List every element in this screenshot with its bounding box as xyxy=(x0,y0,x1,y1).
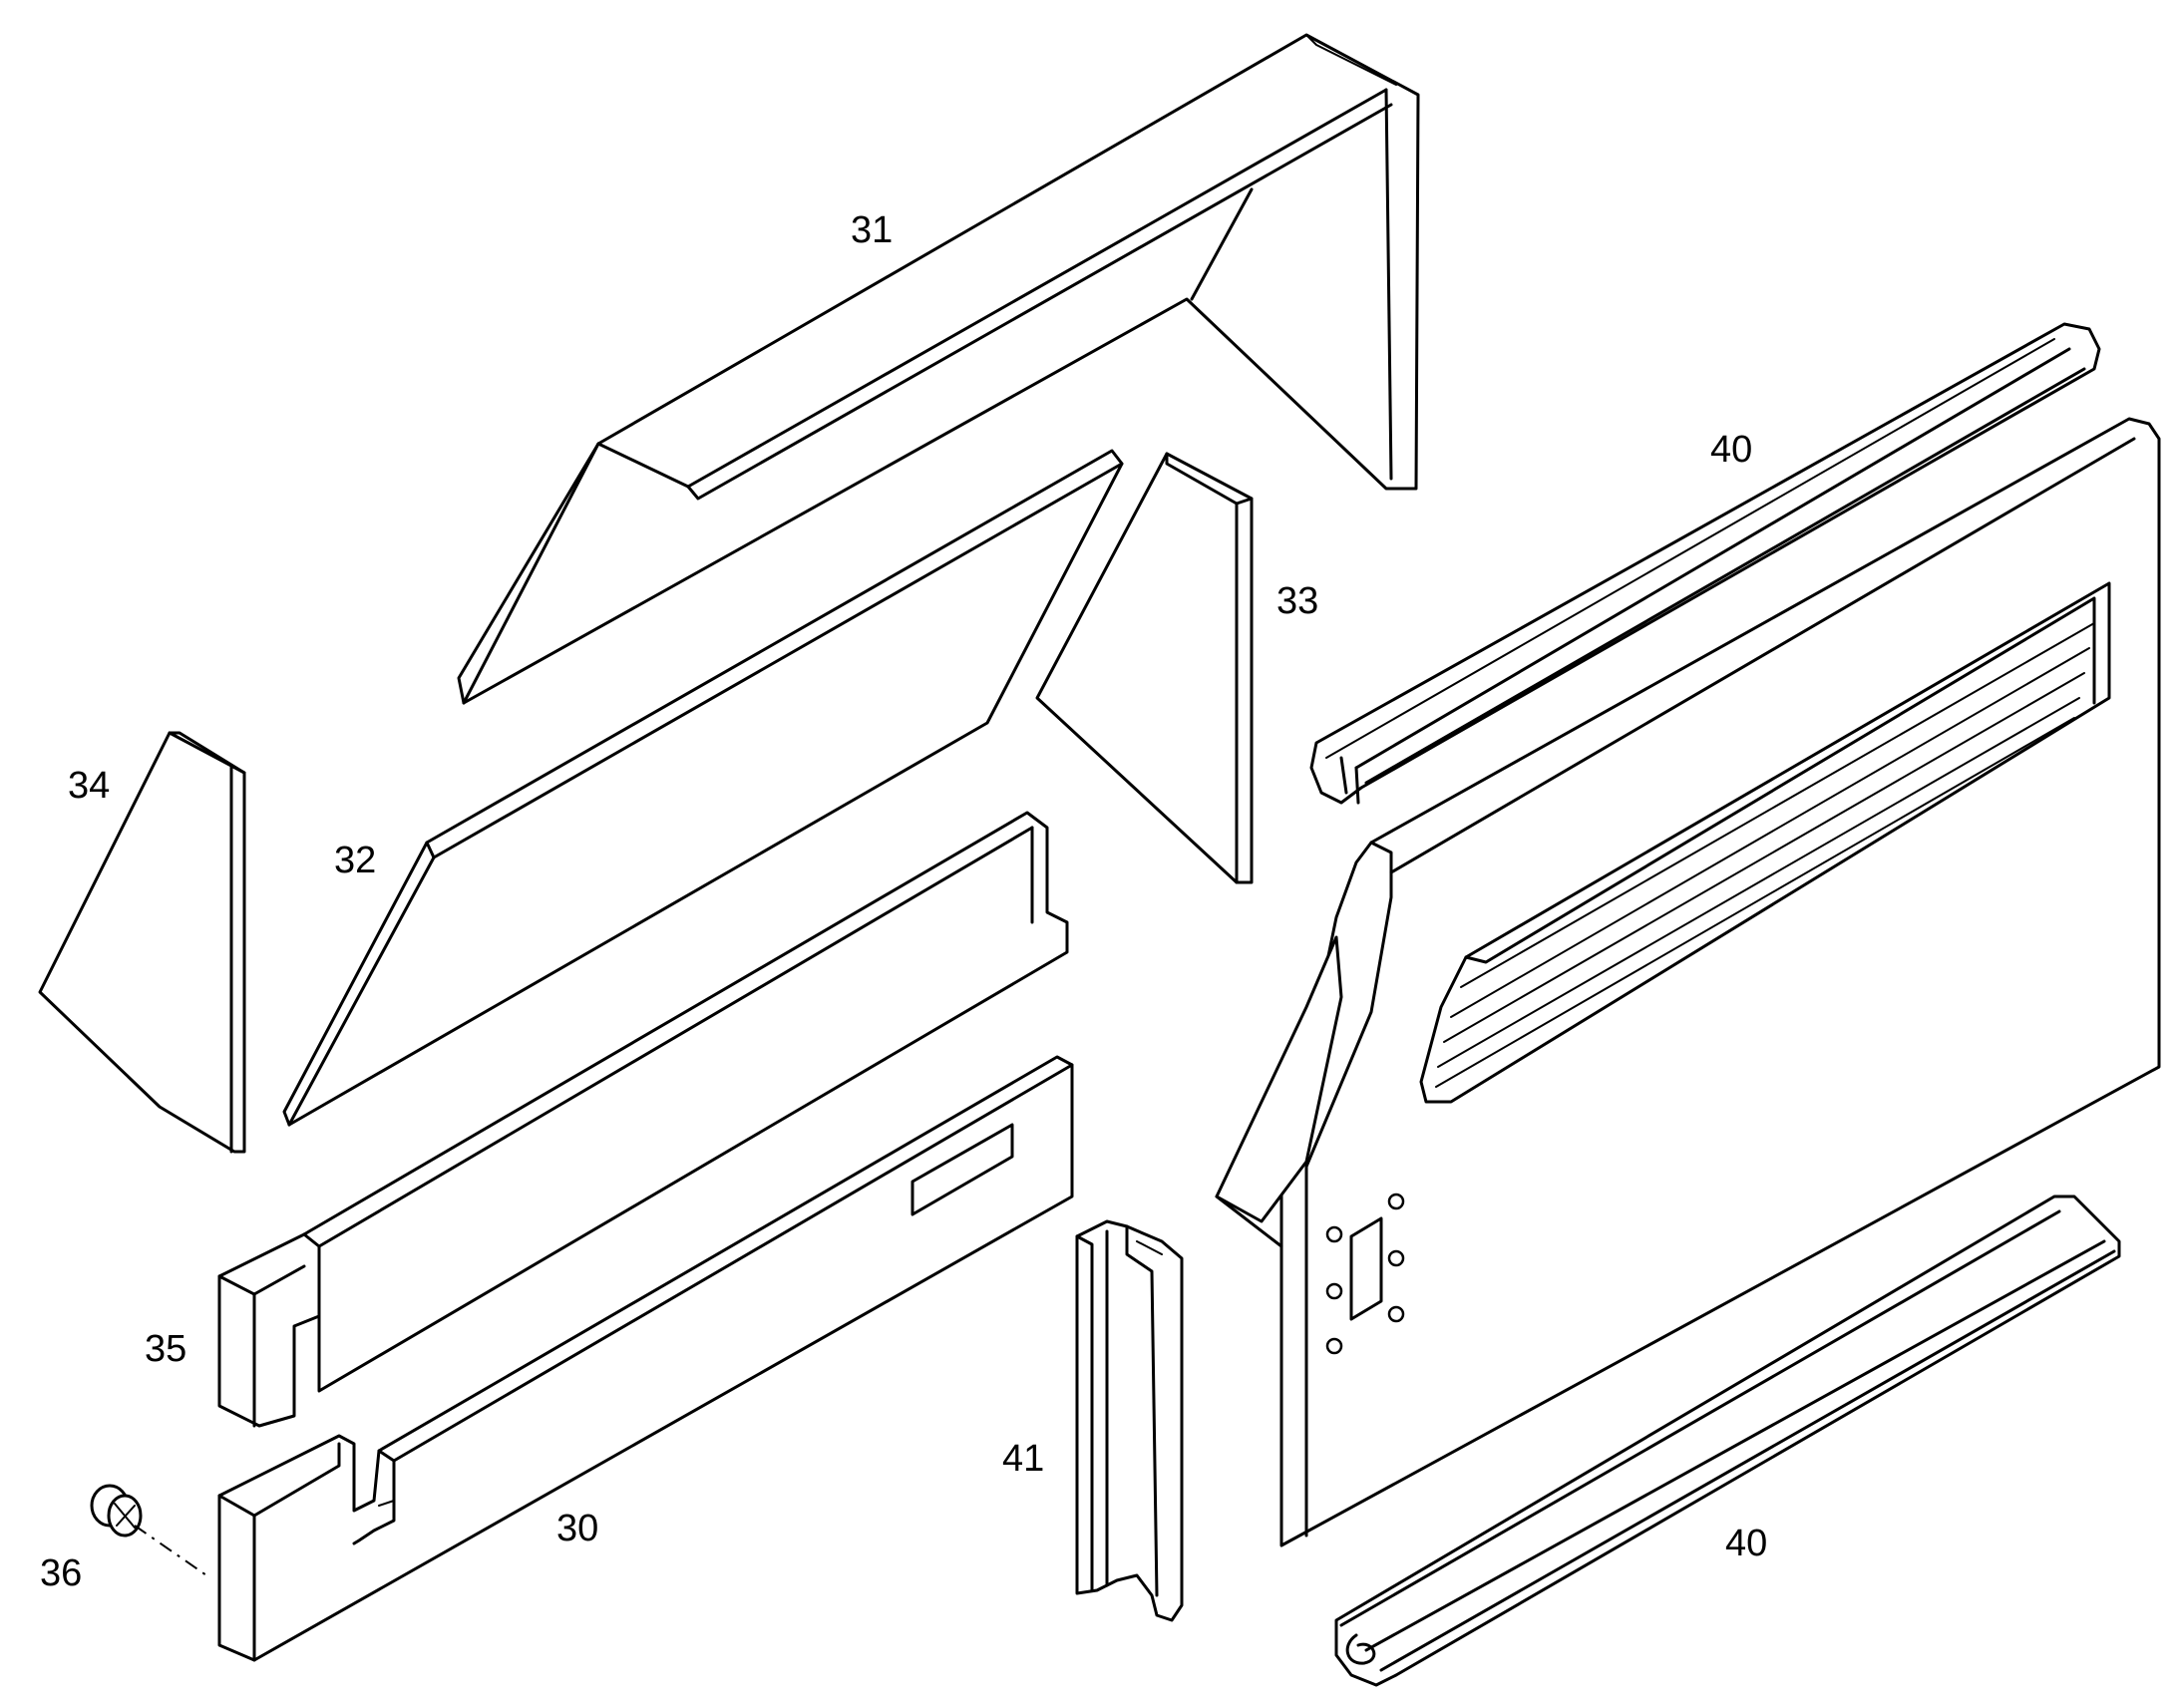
part-31-top-trim xyxy=(457,33,1420,705)
part-34-wedge-block xyxy=(38,731,246,1154)
callout-40-top: 40 xyxy=(1710,429,1752,471)
part-33-side-panel xyxy=(1035,452,1254,884)
callout-31: 31 xyxy=(851,209,893,251)
callout-40-bottom: 40 xyxy=(1725,1523,1767,1564)
part-36-screw xyxy=(90,1484,210,1578)
part-32-slanted-panel xyxy=(282,449,1124,1127)
part-40-top-seal xyxy=(1309,322,2101,805)
callout-36: 36 xyxy=(40,1552,82,1594)
door-trim-panel xyxy=(1215,417,2161,1547)
callout-35: 35 xyxy=(145,1328,186,1370)
callout-30: 30 xyxy=(556,1508,598,1549)
callout-41: 41 xyxy=(1002,1438,1044,1480)
callout-34: 34 xyxy=(68,765,110,807)
callout-33: 33 xyxy=(1276,580,1318,622)
part-35-slotted-strip xyxy=(217,811,1069,1428)
part-40-bottom-seal xyxy=(1334,1195,2121,1687)
callout-labels: 31 33 34 32 35 30 36 41 40 40 xyxy=(40,209,1767,1594)
callout-32: 32 xyxy=(334,840,376,881)
part-41-vertical-seal xyxy=(1075,1219,1184,1622)
part-30-bottom-strip xyxy=(217,1055,1074,1662)
